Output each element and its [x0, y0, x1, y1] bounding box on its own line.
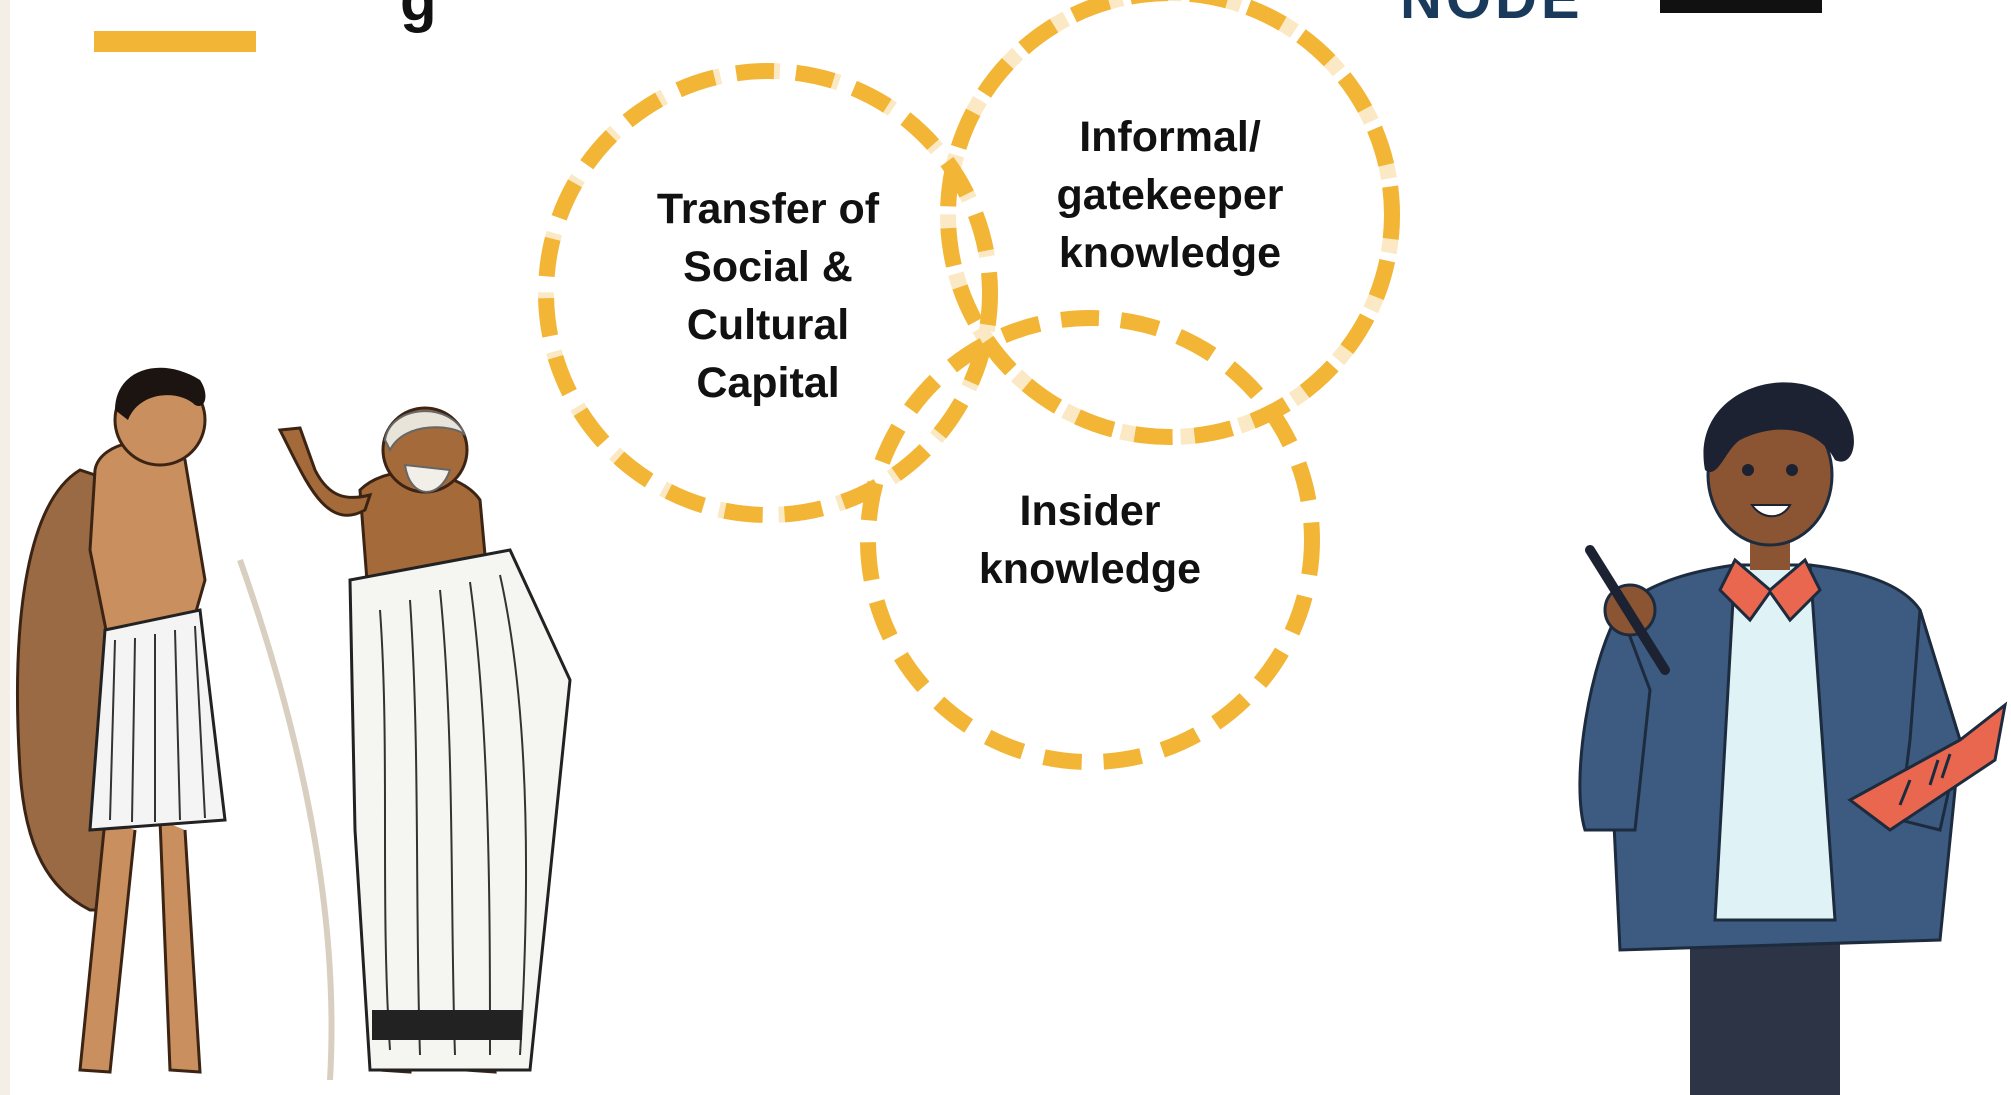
- teacher-right-eye: [1786, 464, 1798, 476]
- book-page-line-1: [1898, 779, 1912, 806]
- logo-box: [1660, 0, 1822, 13]
- teacher-trousers: [1690, 920, 1840, 1095]
- mentor-beard: [403, 463, 452, 493]
- venn-circle-insider-knowledge: [860, 310, 1320, 770]
- venn-circle-social-capital: [538, 63, 998, 523]
- left-edge-strip: [0, 0, 10, 1095]
- mentor-hair: [383, 410, 466, 453]
- book-icon: [1847, 701, 2008, 832]
- teacher-smile: [1750, 504, 1792, 518]
- book-page-line-3: [1940, 753, 1952, 779]
- book-page-line-2: [1928, 759, 1940, 786]
- teacher-hair: [1703, 382, 1854, 473]
- student-tunic-folds: [109, 625, 206, 823]
- mentor-robe: [348, 548, 572, 1072]
- mentor-arm: [277, 426, 373, 517]
- venn-circle-informal-knowledge: [940, 0, 1400, 445]
- pen-icon: [1585, 545, 1670, 675]
- mentor-robe-folds: [379, 574, 527, 1056]
- title-accent-bar: [94, 31, 256, 52]
- logo-wordmark: NODE: [1400, 0, 1584, 28]
- teacher-illustration: [1578, 382, 2008, 1095]
- teacher-left-arm: [1578, 606, 1652, 832]
- teacher-collar: [1718, 557, 1822, 623]
- greek-mentor-student-illustration: [16, 367, 572, 1081]
- student-legs: [78, 819, 202, 1074]
- student-hair: [115, 367, 206, 420]
- venn-label-informal-knowledge: Informal/ gatekeeper knowledge: [1056, 113, 1284, 277]
- venn-label-social-capital: Transfer of Social & Cultural Capital: [656, 185, 880, 407]
- venn-label-insider-knowledge: Insider knowledge: [978, 487, 1202, 593]
- staff: [237, 559, 335, 1081]
- slide-title-fragment: g: [400, 0, 437, 30]
- student-tunic: [88, 608, 227, 832]
- mentor-robe-hem: [372, 1010, 522, 1040]
- teacher-left-eye: [1742, 464, 1754, 476]
